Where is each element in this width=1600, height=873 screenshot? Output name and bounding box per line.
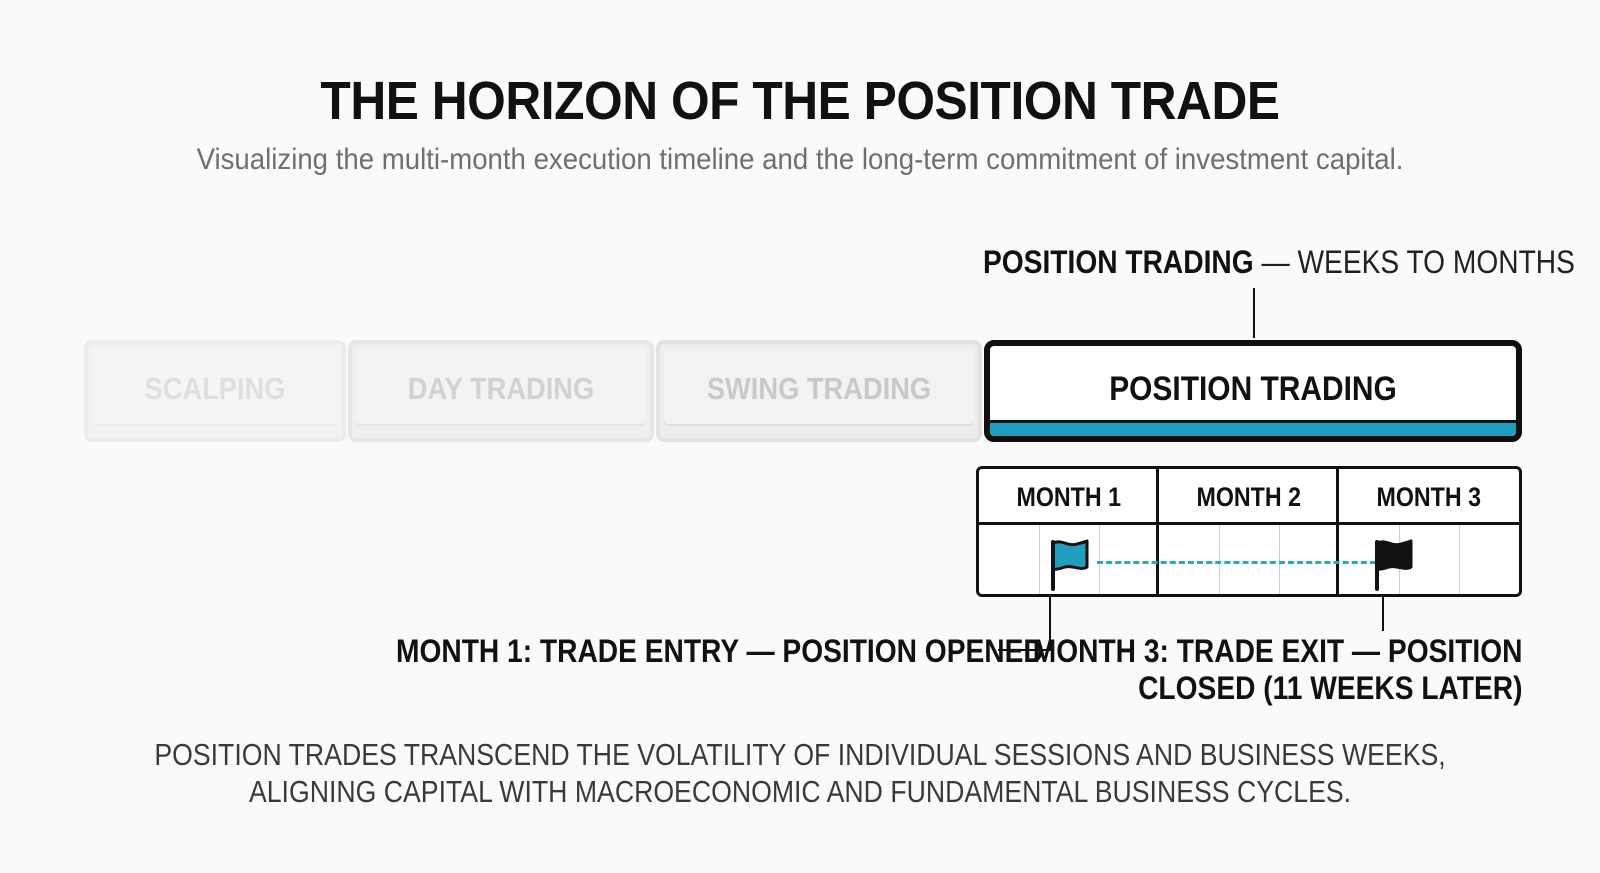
callout-leader-line (1253, 288, 1255, 338)
entry-callout: MONTH 1: TRADE ENTRY — POSITION OPENED (396, 633, 1044, 669)
holding-period-dashed-line (1097, 561, 1385, 564)
month-1-header: MONTH 1 (1016, 482, 1122, 512)
entry-leader-line (998, 649, 1051, 651)
month-2-header: MONTH 2 (1196, 482, 1302, 512)
month-divider (1336, 469, 1339, 594)
page-title: THE HORIZON OF THE POSITION TRADE (320, 71, 1280, 131)
page-subtitle: Visualizing the multi-month execution ti… (196, 143, 1404, 176)
month-3-header: MONTH 3 (1376, 482, 1482, 512)
segment-label: DAY TRADING (407, 371, 595, 406)
segment-scalping: SCALPING (84, 340, 346, 442)
segment-swing-trading: SWING TRADING (656, 340, 982, 442)
segment-label: SWING TRADING (706, 371, 932, 406)
exit-flag-icon (1375, 539, 1413, 591)
callout-bold-text: POSITION TRADING (983, 244, 1254, 280)
footer-caption: POSITION TRADES TRANSCEND THE VOLATILITY… (154, 737, 1446, 809)
week-tick (1459, 525, 1460, 594)
exit-callout: MONTH 3: TRADE EXIT — POSITION CLOSED (1… (1032, 633, 1522, 706)
week-tick (1279, 525, 1280, 594)
month-timeline: MONTH 1 MONTH 2 MONTH 3 (976, 466, 1522, 597)
week-tick (1039, 525, 1040, 594)
entry-leader-line (1049, 597, 1051, 651)
timeline-header: MONTH 1 MONTH 2 MONTH 3 (979, 469, 1519, 525)
segment-label: POSITION TRADING (1109, 370, 1397, 408)
entry-flag-icon (1051, 539, 1089, 591)
segment-position-trading: POSITION TRADING (984, 340, 1522, 442)
segment-label: SCALPING (144, 371, 286, 406)
week-tick (1099, 525, 1100, 594)
position-trading-callout: POSITION TRADING — WEEKS TO MONTHS (983, 244, 1575, 281)
callout-light-text: — WEEKS TO MONTHS (1253, 244, 1575, 280)
month-divider (1156, 469, 1159, 594)
segment-accent-bar (990, 420, 1516, 436)
segment-day-trading: DAY TRADING (348, 340, 654, 442)
exit-leader-line (1382, 597, 1384, 631)
week-tick (1219, 525, 1220, 594)
